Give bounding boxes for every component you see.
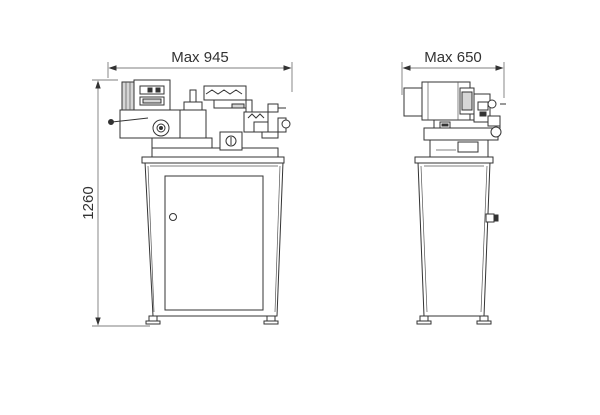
side-cabinet: [414, 156, 499, 325]
side-width-dimension: Max 650: [401, 49, 505, 98]
front-view: Max 945 1260: [80, 49, 293, 327]
side-machine-head: [403, 81, 506, 158]
side-view: Max 650: [401, 49, 506, 325]
foot-left: [148, 315, 158, 322]
side-motor-cap: [403, 87, 423, 117]
foot-right: [266, 315, 276, 322]
height-dimension: 1260: [80, 79, 150, 327]
front-width-label: Max 945: [171, 49, 229, 66]
door-knob: [169, 213, 177, 221]
side-foot-right: [479, 315, 489, 322]
side-knob: [485, 213, 495, 223]
height-label: 1260: [80, 186, 97, 219]
front-cabinet: [141, 156, 285, 325]
front-machine-head: [108, 79, 291, 158]
side-foot-left: [419, 315, 429, 322]
cabinet-door: [164, 175, 264, 311]
lever-knob: [108, 119, 114, 125]
front-width-dimension: Max 945: [107, 49, 293, 92]
side-width-label: Max 650: [424, 49, 482, 66]
